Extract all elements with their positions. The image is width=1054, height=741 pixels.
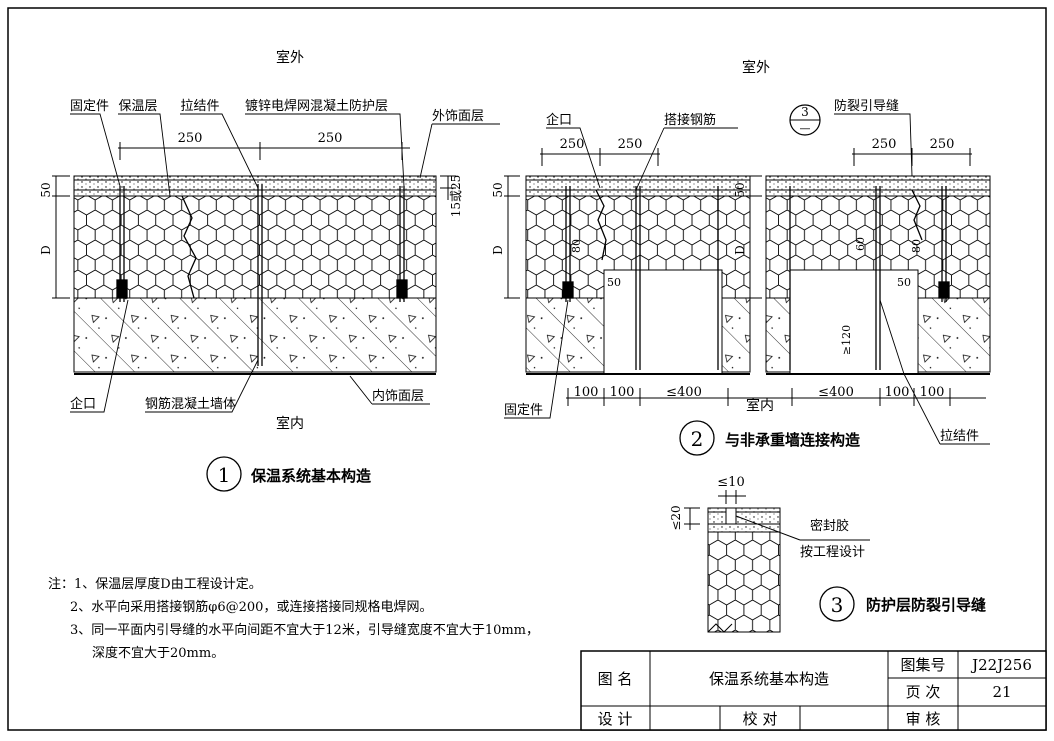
d2-label-crack-joint: 防裂引导缝 [834, 98, 899, 114]
d1-label-rc-wall: 钢筋混凝土墙体 [145, 396, 236, 412]
d2-dim-80b: 80 [910, 239, 923, 253]
d2-leaders [504, 113, 990, 445]
d1-label-tie: 拉结件 [180, 99, 219, 114]
d1-label-groove: 企口 [70, 396, 96, 412]
d1-protective-layer [73, 175, 437, 197]
d2-dim-250a: 250 [560, 137, 585, 152]
d2-dim-50a: 50 [607, 276, 621, 289]
d3-label-per-design: 按工程设计 [800, 545, 865, 560]
d2-dim-100a: 100 [574, 385, 599, 400]
d2-dim-60: 60 [854, 237, 867, 251]
d3-joint [725, 507, 737, 525]
d2-non-bearing-wall [603, 269, 723, 375]
tb-design-label: 设 计 [598, 710, 633, 728]
detail-2: 室外 [491, 59, 991, 456]
d3-number: 3 [831, 593, 844, 617]
d2-dim-250d: 250 [930, 137, 955, 152]
d2-dim-100b: 100 [610, 385, 635, 400]
d1-leaders [70, 113, 500, 413]
d2-fixings [562, 186, 950, 370]
d1-dim-250a: 250 [178, 131, 203, 146]
tb-drawing-name-label: 图 名 [598, 670, 633, 688]
tb-review-label: 审 核 [906, 710, 941, 728]
d2-label-fixing: 固定件 [504, 403, 543, 418]
tb-drawing-name: 保温系统基本构造 [709, 670, 829, 688]
d2-dim-400a: ≤400 [666, 385, 702, 400]
d2-dim-D-right: D [733, 245, 747, 255]
note-3-cont: 深度不宜大于20mm。 [92, 646, 225, 661]
d1-dim-50: 50 [39, 182, 53, 197]
d1-dim-D: D [39, 245, 53, 255]
d1-dim-250b: 250 [318, 131, 343, 146]
d2-number-circle [679, 420, 715, 456]
d1-title: 保温系统基本构造 [250, 467, 371, 485]
d2-dim-50-right: 50 [733, 182, 747, 197]
d3-dim-depth: ≤20 [669, 505, 683, 530]
d1-label-inner-finish: 内饰面层 [372, 388, 424, 404]
detail-3: ≤10 ≤20 密封胶 按工程设计 3 防护层防裂引导缝 [669, 475, 986, 633]
d1-inside-label: 室内 [276, 415, 304, 432]
tb-page-no: 21 [992, 683, 1011, 701]
d3-number-circle [819, 586, 855, 622]
d1-insulation [73, 195, 437, 299]
d3-title: 防护层防裂引导缝 [866, 596, 986, 614]
d1-label-outer-finish: 外饰面层 [432, 109, 484, 124]
d1-label-mesh: 镀锌电焊网混凝土防护层 [245, 98, 388, 114]
d2-dim-250c: 250 [872, 137, 897, 152]
d2-dim-D-left: D [491, 245, 505, 255]
d1-fixings [116, 184, 408, 366]
tb-atlas-no: J22J256 [970, 656, 1032, 674]
note-1: 注：1、保温层厚度D由工程设计定。 [48, 577, 262, 592]
d3-insulation [707, 531, 781, 633]
d2-dim-80a: 80 [570, 239, 583, 253]
d2-dim-100c: 100 [885, 385, 910, 400]
notes: 注：1、保温层厚度D由工程设计定。 2、水平向采用搭接钢筋φ6@200，或连接搭… [48, 573, 539, 665]
sheet-frame [7, 7, 1047, 731]
tb-page-label: 页 次 [906, 683, 941, 701]
note-3: 3、同一平面内引导缝的水平向间距不宜大于12米，引导缝宽度不宜大于10mm， [70, 623, 540, 638]
d2-dim-400b: ≤400 [818, 385, 854, 400]
d2-label-tie: 拉结件 [940, 429, 979, 444]
d2-dim-50b: 50 [897, 276, 911, 289]
d2-ref-number: 3 [801, 105, 809, 119]
detail-1: 室外 250 250 50 D 15或25 固定件 保温层 [39, 49, 500, 492]
d2-outside-label: 室外 [742, 59, 770, 76]
d2-label-groove: 企口 [546, 112, 572, 128]
d3-dim-width: ≤10 [717, 475, 744, 490]
d2-dim-50-left: 50 [491, 182, 505, 197]
d2-label-lap-rebar: 搭接钢筋 [664, 112, 716, 128]
d1-outside-label: 室外 [276, 49, 304, 66]
d1-number-circle [206, 456, 242, 492]
d2-dim-100d: 100 [920, 385, 945, 400]
d2-dim-250b: 250 [618, 137, 643, 152]
d2-title: 与非承重墙连接构造 [725, 431, 860, 449]
d1-dim-gap: 15或25 [449, 175, 463, 218]
d2-ref-sheet: — [800, 122, 811, 135]
title-block: 图 名 保温系统基本构造 图集号 J22J256 页 次 21 设 计 校 对 … [580, 650, 1047, 731]
d1-label-fixing: 固定件 [70, 99, 109, 114]
d2-inside-label: 室内 [746, 397, 774, 414]
d2-number: 2 [691, 427, 704, 451]
d1-concrete-wall [73, 297, 437, 373]
d1-label-insulation: 保温层 [118, 99, 157, 114]
note-2: 2、水平向采用搭接钢筋φ6@200，或连接搭接同规格电焊网。 [70, 600, 433, 615]
tb-check-label: 校 对 [743, 710, 778, 728]
d2-dim-120: ≥120 [840, 325, 853, 355]
d1-number: 1 [218, 463, 231, 487]
d3-label-sealant: 密封胶 [810, 518, 849, 534]
tb-atlas-label: 图集号 [900, 656, 945, 674]
